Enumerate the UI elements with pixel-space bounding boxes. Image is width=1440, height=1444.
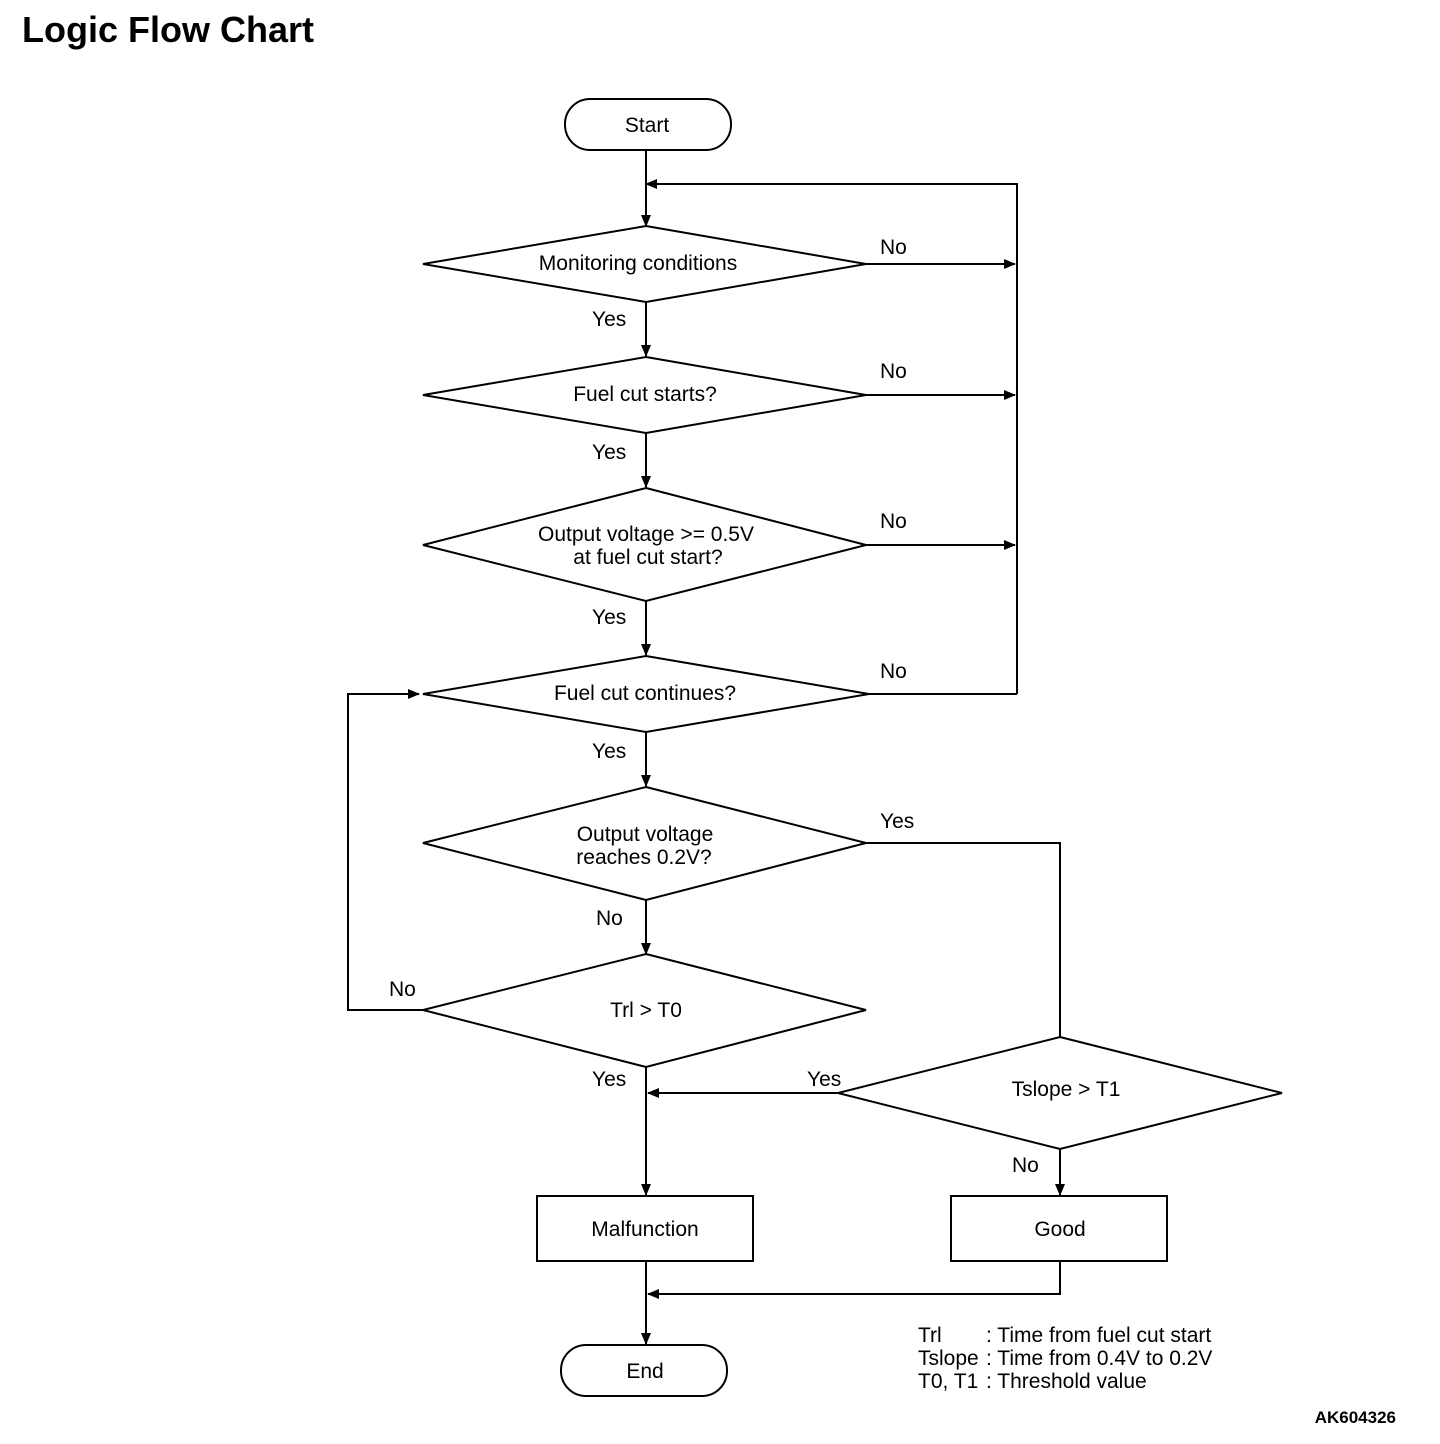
legend-row-tslope: Tslope : Time from 0.4V to 0.2V (918, 1347, 1212, 1370)
decision-trl-t0 (422, 952, 867, 1069)
legend-term: Tslope (918, 1347, 979, 1370)
decision-monitoring (422, 224, 867, 304)
decision-fuel-cut-starts (422, 355, 867, 435)
start-terminal (564, 98, 732, 151)
malfunction-box (536, 1195, 754, 1262)
start-label: Start (625, 114, 670, 137)
output-voltage-yes-label: Yes (592, 606, 626, 629)
legend-row-thresholds: T0, T1 : Threshold value (918, 1370, 1212, 1393)
decision-tslope-t1 (837, 1035, 1283, 1151)
good-box (950, 1195, 1168, 1262)
legend: Trl : Time from fuel cut start Tslope : … (918, 1324, 1212, 1393)
reaches-yes-label: Yes (880, 810, 914, 833)
trl-yes-label: Yes (592, 1068, 626, 1091)
edge-reaches-yes (866, 842, 1061, 1037)
output-voltage-label-line1: Output voltage >= 0.5V (538, 523, 754, 546)
fuel-cut-starts-yes-label: Yes (592, 441, 626, 464)
reaches-no-label: No (596, 907, 623, 930)
edge-trl-no (347, 689, 423, 1011)
monitoring-yes-label: Yes (592, 308, 626, 331)
legend-row-trl: Trl : Time from fuel cut start (918, 1324, 1212, 1347)
legend-desc: : Time from 0.4V to 0.2V (986, 1347, 1213, 1370)
decision-fuel-cut-continues (422, 654, 870, 734)
edge-retry-loop-top (645, 179, 1018, 264)
output-voltage-no-label: No (880, 510, 907, 533)
fuel-cut-continues-no-label: No (880, 660, 907, 683)
legend-term: Trl (918, 1324, 942, 1347)
decision-reaches-0.2v (422, 785, 867, 902)
nodes: Start Monitoring conditions Fuel cut sta… (422, 98, 1283, 1397)
monitoring-label: Monitoring conditions (539, 252, 737, 275)
tslope-t1-label: Tslope > T1 (1012, 1078, 1121, 1101)
tslope-yes-label: Yes (807, 1068, 841, 1091)
fuel-cut-starts-no-label: No (880, 360, 907, 383)
end-label: End (626, 1360, 663, 1383)
edge-good-end (647, 1262, 1061, 1299)
trl-t0-label: Trl > T0 (610, 999, 682, 1022)
good-label: Good (1034, 1218, 1085, 1241)
page-title: Logic Flow Chart (22, 9, 314, 50)
monitoring-no-label: No (880, 236, 907, 259)
legend-desc: : Threshold value (986, 1370, 1147, 1393)
legend-term: T0, T1 (918, 1370, 979, 1393)
legend-desc: : Time from fuel cut start (986, 1324, 1212, 1347)
malfunction-label: Malfunction (591, 1218, 698, 1241)
trl-no-label: No (389, 978, 416, 1001)
tslope-no-label: No (1012, 1154, 1039, 1177)
diagram-code: AK604326 (1314, 1408, 1396, 1427)
connectors (347, 150, 1065, 1345)
end-terminal (560, 1344, 728, 1397)
output-voltage-label-line2: at fuel cut start? (573, 546, 722, 569)
fuel-cut-continues-yes-label: Yes (592, 740, 626, 763)
fuel-cut-continues-label: Fuel cut continues? (554, 682, 736, 705)
edge-labels: No Yes No Yes No Yes No Yes Yes No No Ye… (389, 236, 1039, 1177)
reaches-label-line1: Output voltage (577, 823, 714, 846)
reaches-label-line2: reaches 0.2V? (576, 846, 711, 869)
fuel-cut-starts-label: Fuel cut starts? (573, 383, 717, 406)
decision-output-voltage (422, 486, 867, 603)
